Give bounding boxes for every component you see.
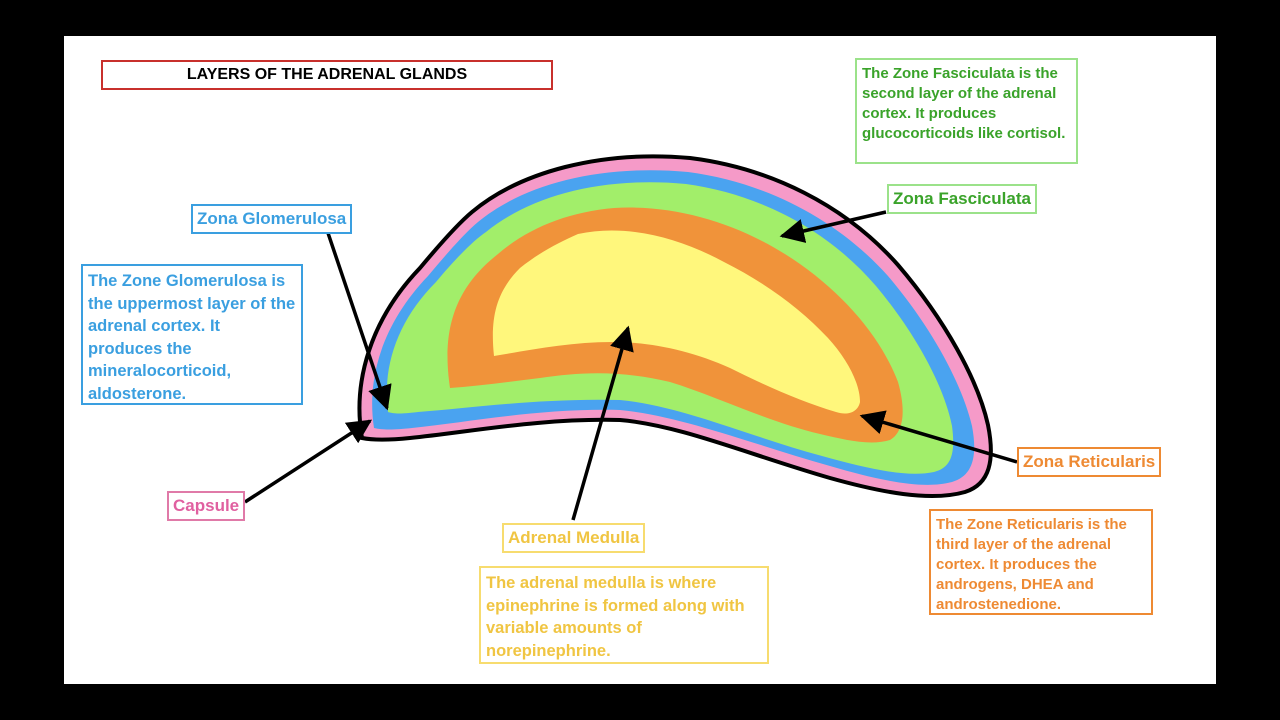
arrow-adrenal-medulla [571,325,634,521]
zona-fasciculata-description: The Zone Fasciculata is the second layer… [855,58,1078,164]
adrenal-medulla-layer [492,230,860,414]
arrow-zona-reticularis [859,410,1018,464]
capsule-label: Capsule [167,491,246,521]
page-title: LAYERS OF THE ADRENAL GLANDS [101,60,553,90]
adrenal-medulla-description: The adrenal medulla is where epinephrine… [479,566,769,664]
zona-glomerulosa-label: Zona Glomerulosa [191,204,353,234]
zona-glomerulosa-description: The Zone Glomerulosa is the uppermost la… [81,264,303,405]
arrow-zona-fasciculata [779,210,887,243]
zona-reticularis-label: Zona Reticularis [1017,447,1162,477]
arrow-zona-glomerulosa [326,232,392,411]
zona-fasciculata-label: Zona Fasciculata [887,184,1037,214]
arrow-capsule [244,419,373,504]
zona-reticularis-description: The Zone Reticularis is the third layer … [929,509,1153,615]
adrenal-medulla-label: Adrenal Medulla [502,523,646,553]
